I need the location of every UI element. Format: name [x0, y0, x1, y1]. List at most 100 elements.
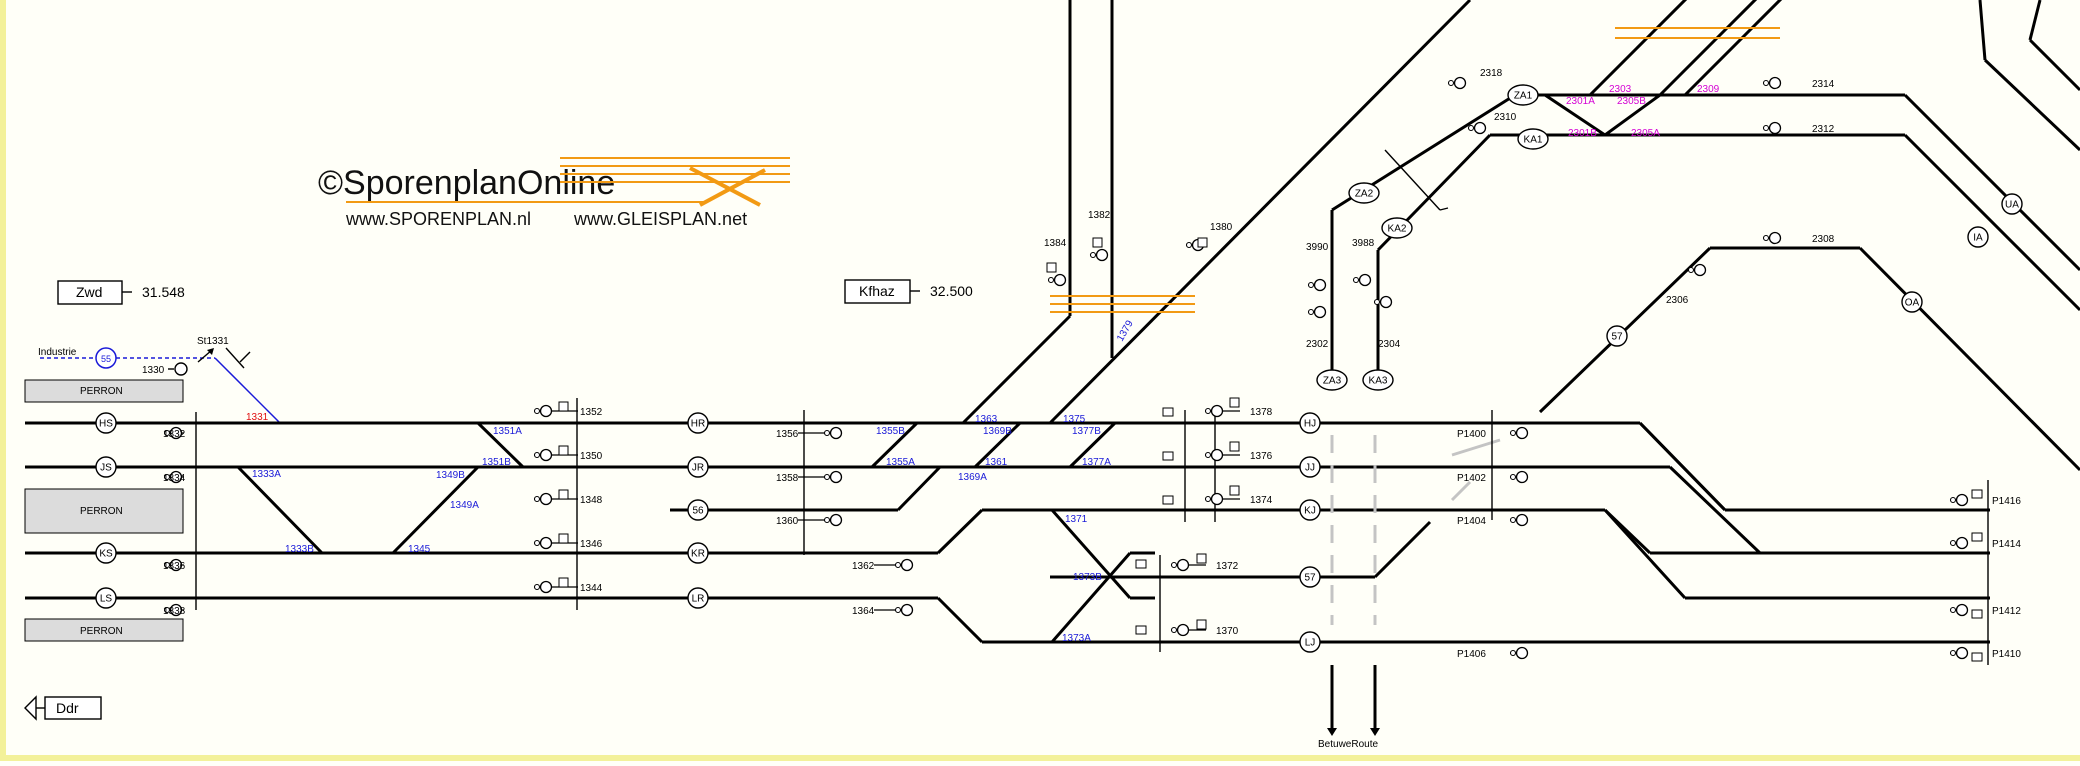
signal-1382: 1382 [1088, 210, 1111, 262]
signal-box [558, 577, 569, 588]
signal-number: 2318 [1480, 68, 1503, 79]
signal-3988: 3988 [1352, 238, 1375, 287]
signal-number: P1412 [1992, 606, 2021, 617]
equipment-box [1162, 495, 1174, 505]
signal-p1410: P1410 [1949, 646, 2021, 660]
track-circle-ua: UA [2001, 193, 2023, 215]
signal-1346: 1346 [533, 536, 603, 550]
signal-p1416: P1416 [1949, 493, 2021, 507]
signal-1374: 1374 [1204, 492, 1273, 506]
track-circle-kr: KR [687, 542, 709, 564]
track-circle-label: JR [692, 463, 704, 474]
switch-1371: 1371 [1065, 514, 1088, 525]
switch-1373a: 1373A [1062, 633, 1091, 644]
industrie-switch-label: 1331 [246, 412, 269, 423]
signal-number: 1378 [1250, 407, 1273, 418]
signal-number: 2308 [1812, 234, 1835, 245]
track-circle-label: LJ [1305, 638, 1316, 649]
signal-p1406: P1406 [1457, 646, 1529, 660]
signal-box [558, 533, 569, 544]
track-circle-label: KA3 [1369, 376, 1388, 387]
signal-number: P1416 [1992, 496, 2021, 507]
signal-1338: 1338 [163, 603, 186, 617]
signal-1344: 1344 [533, 580, 603, 594]
signal-1336: 1336 [163, 558, 186, 572]
equipment-box [1135, 625, 1147, 635]
switch-2305a: 2305A [1631, 128, 1660, 139]
switch-1345: 1345 [408, 544, 431, 555]
industrie-siding: Industrie 55 St1331 1330 1331 [38, 336, 281, 424]
track-circle-label: HR [691, 419, 705, 430]
signal-2302: 2302 [1306, 305, 1329, 350]
track-circle-hs: HS [95, 412, 117, 434]
switch-1349b: 1349B [436, 470, 465, 481]
platform-1 [24, 379, 184, 403]
signal-1332: 1332 [163, 426, 186, 440]
signal-number: 1382 [1088, 210, 1111, 221]
signal-1376: 1376 [1204, 448, 1273, 462]
signal-box [1197, 237, 1208, 248]
track-circle-label: HS [99, 419, 113, 430]
switch-1373b: 1373B [1073, 572, 1102, 583]
logo-url-2: www.GLEISPLAN.net [573, 209, 747, 229]
track-circle-ka1: KA1 [1517, 128, 1549, 150]
signal-box [1046, 262, 1057, 273]
track-circle-label: HJ [1304, 419, 1316, 430]
switch-1355a: 1355A [886, 457, 915, 468]
switch-2303: 2303 [1609, 84, 1632, 95]
signal-2312: 2312 [1762, 121, 1835, 135]
track-circle-label: OA [1905, 298, 1920, 309]
signal-number: 1384 [1044, 238, 1067, 249]
equipment-box [1971, 489, 1983, 499]
track-circle-label: IA [1973, 233, 1983, 244]
track-circle-hr: HR [687, 412, 709, 434]
track-circle-label: KS [99, 549, 113, 560]
track-circle-56: 56 [687, 499, 709, 521]
signal-3990: 3990 [1306, 242, 1329, 292]
switch-1363: 1363 [975, 414, 998, 425]
platform-1-label: PERRON [80, 386, 123, 397]
signal-number: 1350 [580, 451, 603, 462]
track-circle-label: LS [100, 594, 113, 605]
track-circle-kj: KJ [1299, 499, 1321, 521]
signal-number: 3990 [1306, 242, 1329, 253]
switch-1375: 1375 [1063, 414, 1086, 425]
signal-number: 1372 [1216, 561, 1239, 572]
equipment-box [1162, 407, 1174, 417]
switch-2305b: 2305B [1617, 96, 1646, 107]
betuweroute-label: BetuweRoute [1318, 739, 1378, 750]
signal-number: P1402 [1457, 473, 1486, 484]
signal-1350: 1350 [533, 448, 603, 462]
signal-number: P1400 [1457, 429, 1486, 440]
signal-box [1229, 397, 1240, 408]
track-circle-hj: HJ [1299, 412, 1321, 434]
switch-1349a: 1349A [450, 500, 479, 511]
track-circle-label: UA [2005, 200, 2019, 211]
signal-box [1229, 441, 1240, 452]
signal-number: P1410 [1992, 649, 2021, 660]
track-circle-jr: JR [687, 456, 709, 478]
direction-ddr-label: Ddr [56, 700, 79, 716]
bottom-border-strip [0, 755, 2080, 761]
track-circle-js: JS [95, 456, 117, 478]
equipment-box [1971, 652, 1983, 662]
signal-1384: 1384 [1044, 238, 1067, 287]
equipment-box [1971, 609, 1983, 619]
north-tracks [961, 0, 2080, 472]
switch-1377b: 1377B [1072, 426, 1101, 437]
signal-number: 2314 [1812, 79, 1835, 90]
signal-2306: 2306 [1666, 263, 1707, 306]
platform-3-label: PERRON [80, 626, 123, 637]
track-circle-label: JJ [1305, 463, 1315, 474]
left-border-strip [0, 0, 6, 761]
switch-2309: 2309 [1697, 84, 1720, 95]
logo: ©SporenplanOnline www.SPORENPLAN.nl www.… [318, 157, 790, 229]
km-box-zwd-label: Zwd [76, 284, 102, 300]
platform-2 [24, 488, 184, 534]
switch-2301a: 2301A [1566, 96, 1595, 107]
switch-1351a: 1351A [493, 426, 522, 437]
